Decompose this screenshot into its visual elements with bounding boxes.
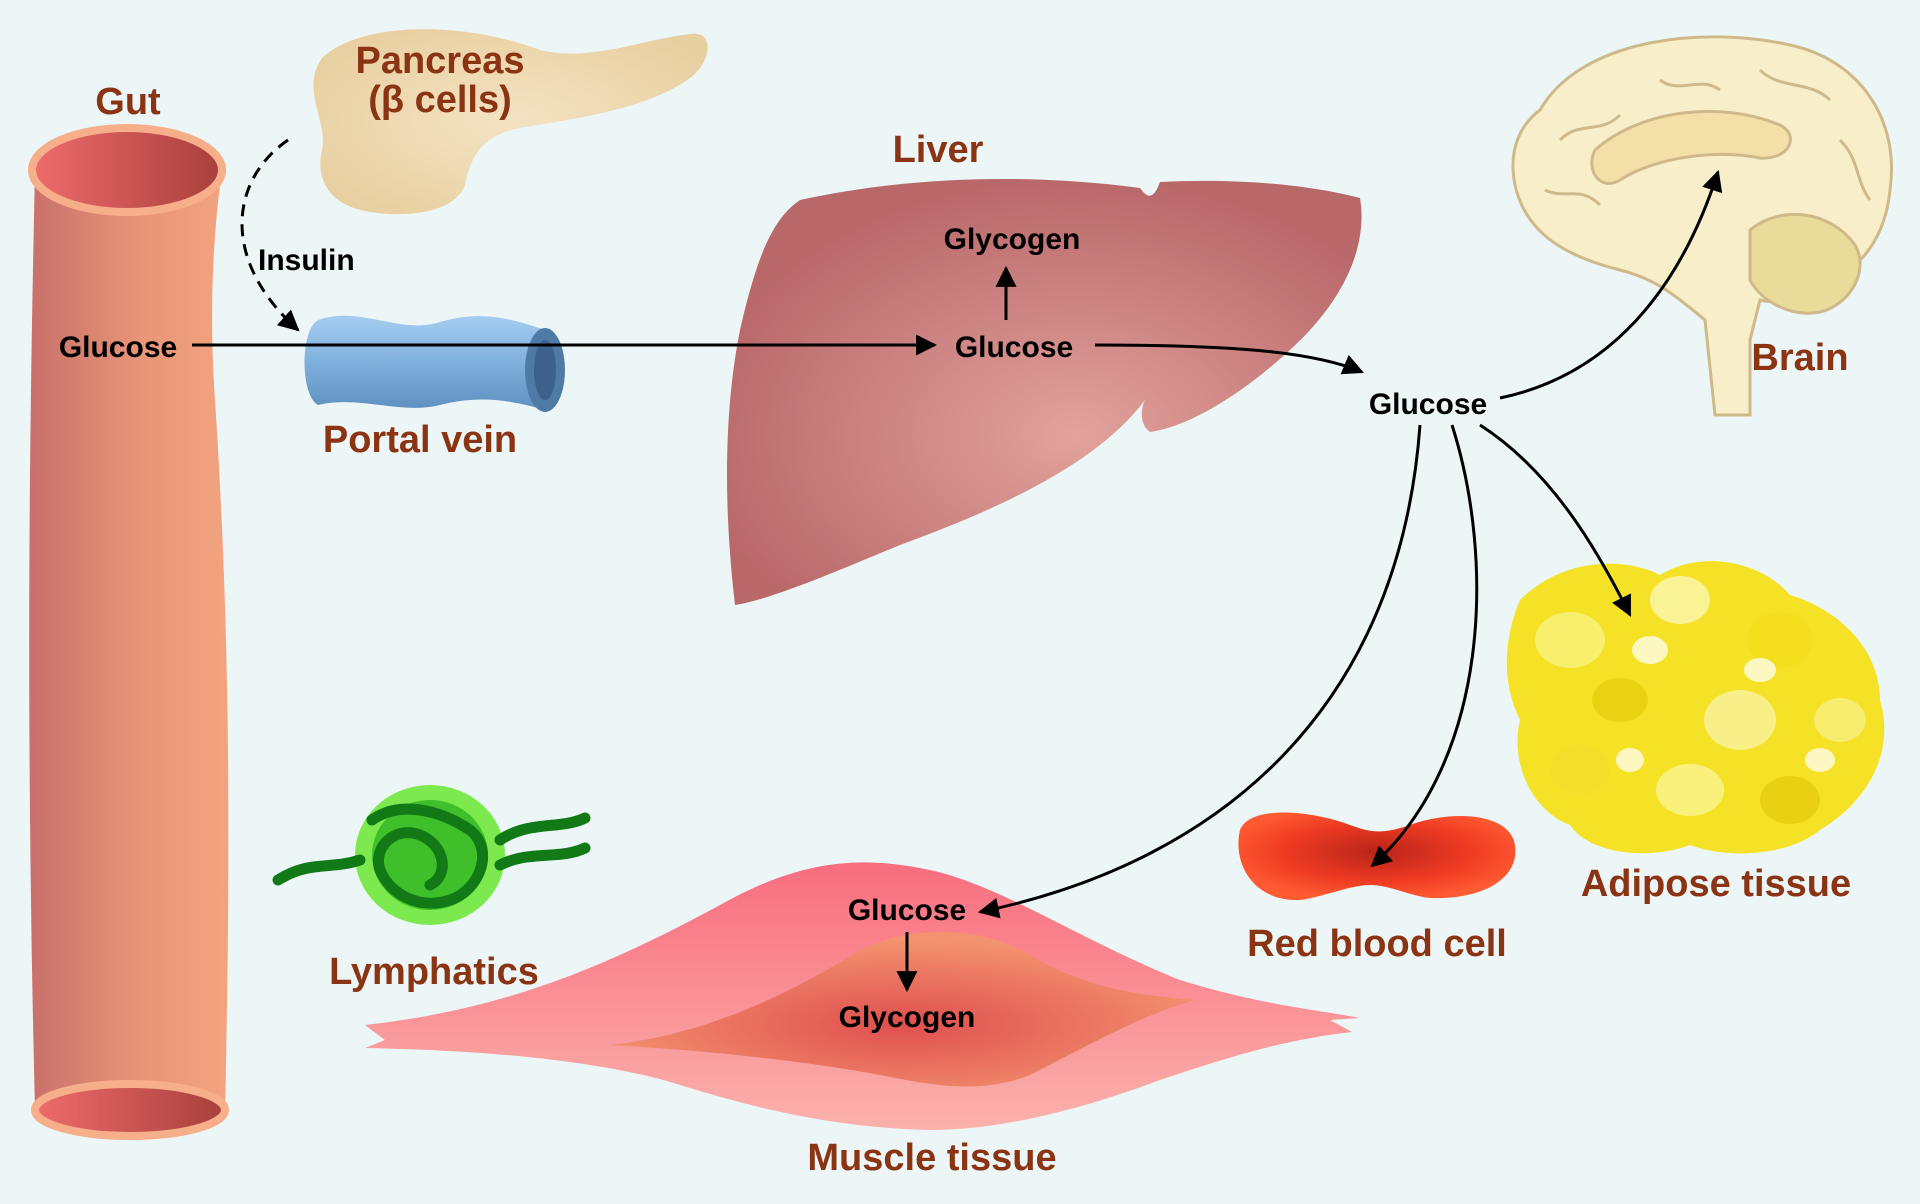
blood-to-adipose-arrow xyxy=(1479,423,1632,617)
pancreas-illustration xyxy=(313,29,708,215)
adipose-tissue-illustration xyxy=(1506,561,1885,854)
gut-glucose-label: Glucose xyxy=(59,331,177,364)
gut-label: Gut xyxy=(95,81,161,123)
brain-label: Brain xyxy=(1751,337,1848,379)
brain-illustration xyxy=(1511,35,1893,417)
pancreas-subtitle: (β cells) xyxy=(368,79,512,121)
muscle-glucose-label: Glucose xyxy=(848,894,966,927)
portal-vein-label: Portal vein xyxy=(323,419,517,461)
insulin-label: Insulin xyxy=(258,244,355,277)
gut-illustration xyxy=(28,124,229,1140)
blood-glucose-label: Glucose xyxy=(1369,388,1487,421)
blood-to-rbc-arrow xyxy=(1370,424,1479,868)
lymphatics-label: Lymphatics xyxy=(329,951,539,993)
red-blood-cell-label: Red blood cell xyxy=(1247,923,1507,965)
lymphatics-illustration xyxy=(272,785,591,925)
insulin-arrow xyxy=(240,138,300,332)
red-blood-cell-illustration xyxy=(1238,812,1516,901)
blood-to-brain-arrow xyxy=(1499,170,1723,400)
portal-vein-illustration xyxy=(304,315,565,412)
liver-illustration xyxy=(726,178,1362,605)
adipose-tissue-label: Adipose tissue xyxy=(1581,863,1851,905)
blood-to-muscle-arrow xyxy=(977,424,1422,919)
muscle-tissue-illustration xyxy=(365,862,1360,1130)
muscle-tissue-label: Muscle tissue xyxy=(807,1137,1056,1179)
muscle-glycogen-label: Glycogen xyxy=(839,1001,976,1034)
liver-glucose-label: Glucose xyxy=(955,331,1073,364)
liver-to-blood-arrow xyxy=(1094,343,1364,375)
pancreas-label: Pancreas xyxy=(355,40,524,82)
liver-glycogen-label: Glycogen xyxy=(944,223,1081,256)
liver-label: Liver xyxy=(893,129,984,171)
